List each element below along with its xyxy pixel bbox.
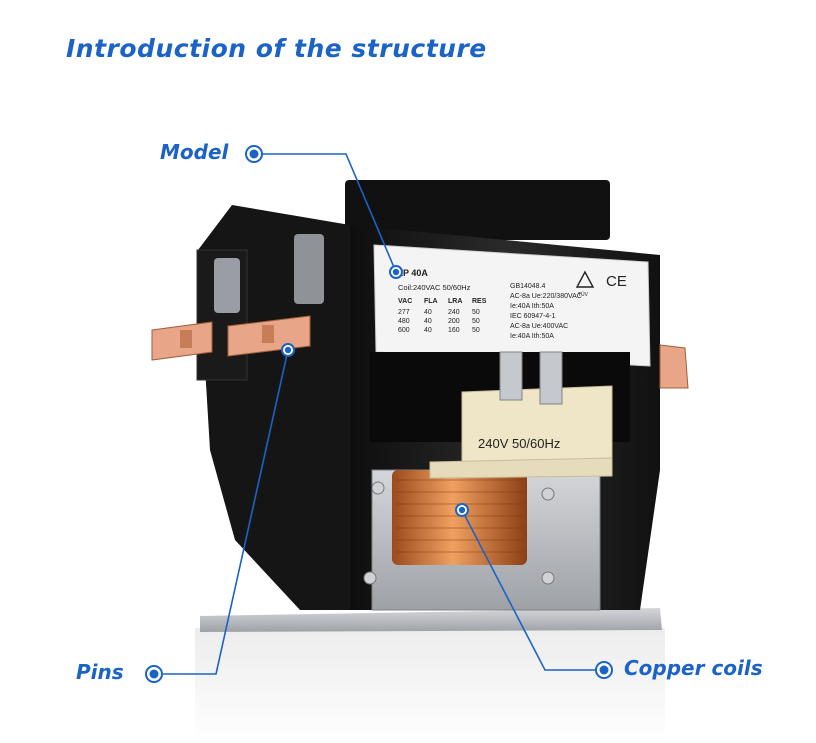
cert-mark: TÜV [578,291,589,298]
copper-coil [392,470,527,565]
pins-leader-line [163,349,289,675]
callout-pins: Pins [76,660,124,684]
label-spec-line: GB14048.4 [510,283,546,290]
callout-copper-coils: Copper coils [624,656,763,680]
floor-reflection [195,628,665,743]
callout-markers [145,145,613,683]
callout-model: Model [160,140,229,164]
label-spec-line: AC-8a Ue:220/380VAC [510,293,582,300]
label-table-cell: 50 [472,318,480,325]
label-spec-line: IEC 60947-4-1 [510,313,556,320]
label-table-cell: 480 [398,318,410,325]
label-spec-line: Ie:40A Ith:50A [510,333,554,340]
label-coil: Coil:240VAC 50/60Hz [398,283,471,292]
label-table-cell: 240 [448,309,460,316]
ce-mark: CE [606,273,627,290]
top-cap [345,180,610,240]
model-leader-line [262,153,397,273]
right-screw-terminal [294,234,324,304]
label-model: 2P 40A [398,268,428,278]
label-table-cell: 160 [448,327,460,334]
callout-lines [163,153,604,675]
label-spec-lines: GB14048.4AC-8a Ue:220/380VAC Ie:40A Ith:5… [510,283,582,340]
label-sticker [373,244,651,367]
label-table-header: RES [472,298,487,305]
label-table-cell: 40 [424,327,432,334]
label-table-header: LRA [448,298,462,305]
label-table-cell: 40 [424,309,432,316]
left-screw-terminal [214,258,240,313]
coils-leader-line [461,509,604,671]
label-text: 2P 40A Coil:240VAC 50/60Hz VAC FLA LRA RES 2… [398,268,627,340]
base-plate [200,608,662,632]
label-table-header: FLA [424,298,438,305]
label-table-cell: 277 [398,309,410,316]
cert-triangle-icon [575,270,595,288]
label-table-cell: 600 [398,327,410,334]
label-table-cell: 50 [472,327,480,334]
label-table-header: VAC [398,298,412,305]
coil-voltage-label: 240V 50/60Hz [478,436,560,451]
right-pin [659,344,689,389]
label-spec-line: AC-8a Ue:400VAC [510,323,568,330]
label-table-cell: 50 [472,309,480,316]
label-table-cell: 200 [448,318,460,325]
label-table-cell: 40 [424,318,432,325]
label-table: VAC FLA LRA RES 277 40 240 50 480 40 200 50 600 40 160… [398,298,487,334]
page-title: Introduction of the structure [66,34,487,63]
label-spec-line: Ie:40A Ith:50A [510,303,554,310]
